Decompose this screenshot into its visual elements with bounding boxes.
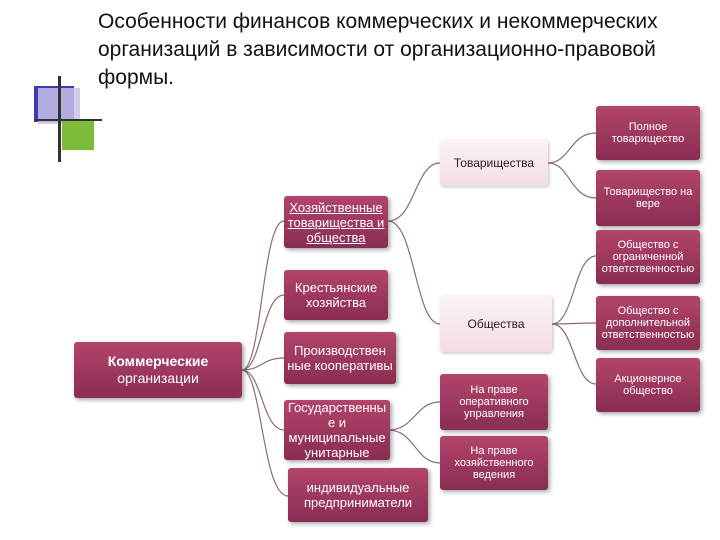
edge-khoz-obsh (387, 220, 441, 325)
node-individual-entrepreneurs: индивидуальные предприниматели (288, 468, 428, 522)
node-partnerships-label: Товарищества (453, 156, 535, 170)
node-operational-management: На праве оперативного управления (440, 374, 548, 430)
edge-root-proizv (241, 357, 285, 371)
edge-root-khoz (241, 220, 285, 371)
node-state-municipal-unitary-label: Государственны е и муниципальные унитарн… (287, 400, 387, 460)
node-state-municipal-unitary: Государственны е и муниципальные унитарн… (284, 400, 390, 460)
edge-gos-khozved (387, 429, 441, 464)
node-economic-management-label: На праве хозяйственного ведения (454, 445, 534, 481)
decor-horizontal-line (34, 119, 102, 121)
node-joint-stock-company: Акционерное общество (596, 358, 700, 412)
node-limited-partnership: Товарищество на вере (596, 170, 700, 226)
node-llc: Общество с ограниченной ответственностью (596, 230, 700, 284)
node-joint-stock-company-label: Акционерное общество (614, 373, 682, 397)
root-line1: Коммерческие (107, 353, 209, 369)
node-additional-liability-company-label: Общество с дополнительной ответственност… (601, 305, 695, 341)
node-limited-partnership-label: Товарищество на вере (603, 186, 693, 210)
edge-root-gos (241, 369, 285, 431)
node-partnerships: Товарищества (440, 140, 548, 186)
node-societies: Общества (440, 296, 552, 352)
node-full-partnership: Полное товарищество (596, 106, 700, 160)
edge-tovar-pt (547, 132, 597, 164)
page-title: Особенности финансов коммерческих и неко… (98, 10, 658, 89)
node-peasant-farms: Крестьянские хозяйства (284, 270, 388, 320)
decor-green-square (62, 120, 94, 150)
edge-obsh-odo (551, 322, 597, 325)
node-production-cooperatives: Производствен ные кооперативы (284, 332, 396, 384)
node-individual-entrepreneurs-label: индивидуальные предприниматели (303, 480, 413, 510)
node-operational-management-label: На праве оперативного управления (459, 384, 529, 420)
edge-root-krest (241, 294, 285, 371)
node-economic-management: На праве хозяйственного ведения (440, 436, 548, 490)
edge-gos-oper (387, 401, 441, 431)
node-llc-label: Общество с ограниченной ответственностью (601, 239, 695, 275)
edge-root-ip (241, 369, 289, 497)
node-business-partnerships: Хозяйственные товарищества и общества (284, 196, 388, 248)
node-societies-label: Общества (467, 317, 525, 331)
edge-tovar-tv (547, 162, 597, 199)
node-commercial-organizations: Коммерческие организации (74, 342, 242, 398)
edge-obsh-ooo (551, 255, 597, 325)
node-full-partnership-label: Полное товарищество (611, 121, 685, 145)
root-line2: организации (117, 370, 199, 386)
node-peasant-farms-label: Крестьянские хозяйства (294, 280, 378, 310)
node-business-partnerships-label: Хозяйственные товарищества и общества (287, 199, 385, 245)
edge-khoz-tovar (387, 162, 441, 222)
edge-obsh-ao (551, 323, 597, 385)
node-additional-liability-company: Общество с дополнительной ответственност… (596, 296, 700, 350)
node-production-cooperatives-label: Производствен ные кооперативы (287, 343, 393, 373)
